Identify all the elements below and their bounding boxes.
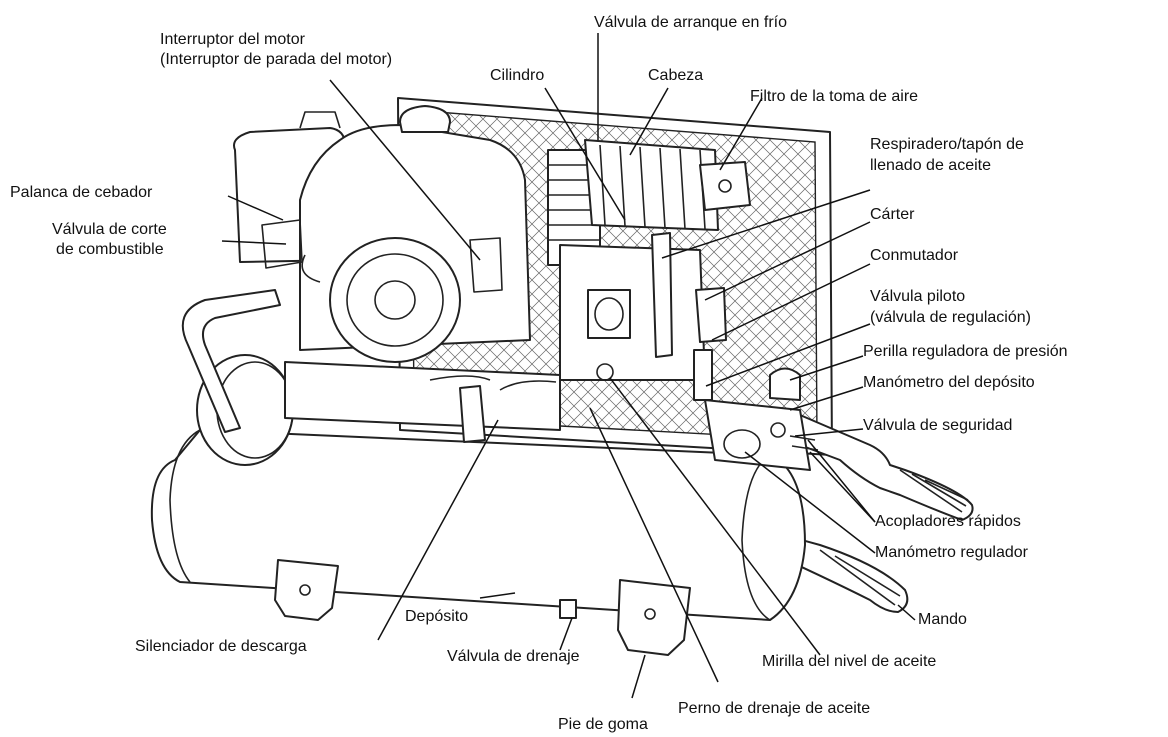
label-acopladores: Acopladores rápidos [875, 512, 1021, 531]
crankcase [560, 245, 705, 380]
label-interruptor-motor-line1: Interruptor del motor [160, 30, 305, 49]
label-silenciador: Silenciador de descarga [135, 637, 307, 656]
label-carter: Cárter [870, 205, 914, 224]
pilot-valve [694, 350, 712, 400]
label-valvula-seguridad: Válvula de seguridad [863, 416, 1012, 435]
label-manometro-deposito: Manómetro del depósito [863, 373, 1035, 392]
label-cabeza: Cabeza [648, 66, 703, 85]
breather-tube [652, 233, 672, 357]
label-pie-goma: Pie de goma [558, 715, 648, 734]
label-valvula-arranque: Válvula de arranque en frío [594, 13, 787, 32]
pressure-switch [696, 288, 726, 342]
pump-head [585, 140, 718, 230]
label-mando: Mando [918, 610, 967, 629]
air-filter [700, 162, 750, 210]
label-respiradero-line1: Respiradero/tapón de [870, 135, 1024, 154]
label-respiradero-line2: llenado de aceite [870, 156, 991, 175]
label-palanca-cebador: Palanca de cebador [10, 183, 152, 202]
label-deposito: Depósito [405, 607, 468, 626]
label-valvula-piloto-line1: Válvula piloto [870, 287, 965, 306]
label-valvula-corte-line1: Válvula de corte [52, 220, 167, 239]
label-mirilla: Mirilla del nivel de aceite [762, 652, 936, 671]
label-valvula-corte-line2: de combustible [56, 240, 164, 259]
label-perilla: Perilla reguladora de presión [863, 342, 1068, 361]
label-perno-drenaje: Perno de drenaje de aceite [678, 699, 870, 718]
label-filtro-aire: Filtro de la toma de aire [750, 87, 918, 106]
label-manometro-regulador: Manómetro regulador [875, 543, 1028, 562]
engine-base [285, 362, 560, 430]
label-conmutador: Conmutador [870, 246, 958, 265]
label-cilindro: Cilindro [490, 66, 544, 85]
label-valvula-piloto-line2: (válvula de regulación) [870, 308, 1031, 327]
label-interruptor-motor-line2: (Interruptor de parada del motor) [160, 50, 392, 69]
label-valvula-drenaje: Válvula de drenaje [447, 647, 580, 666]
